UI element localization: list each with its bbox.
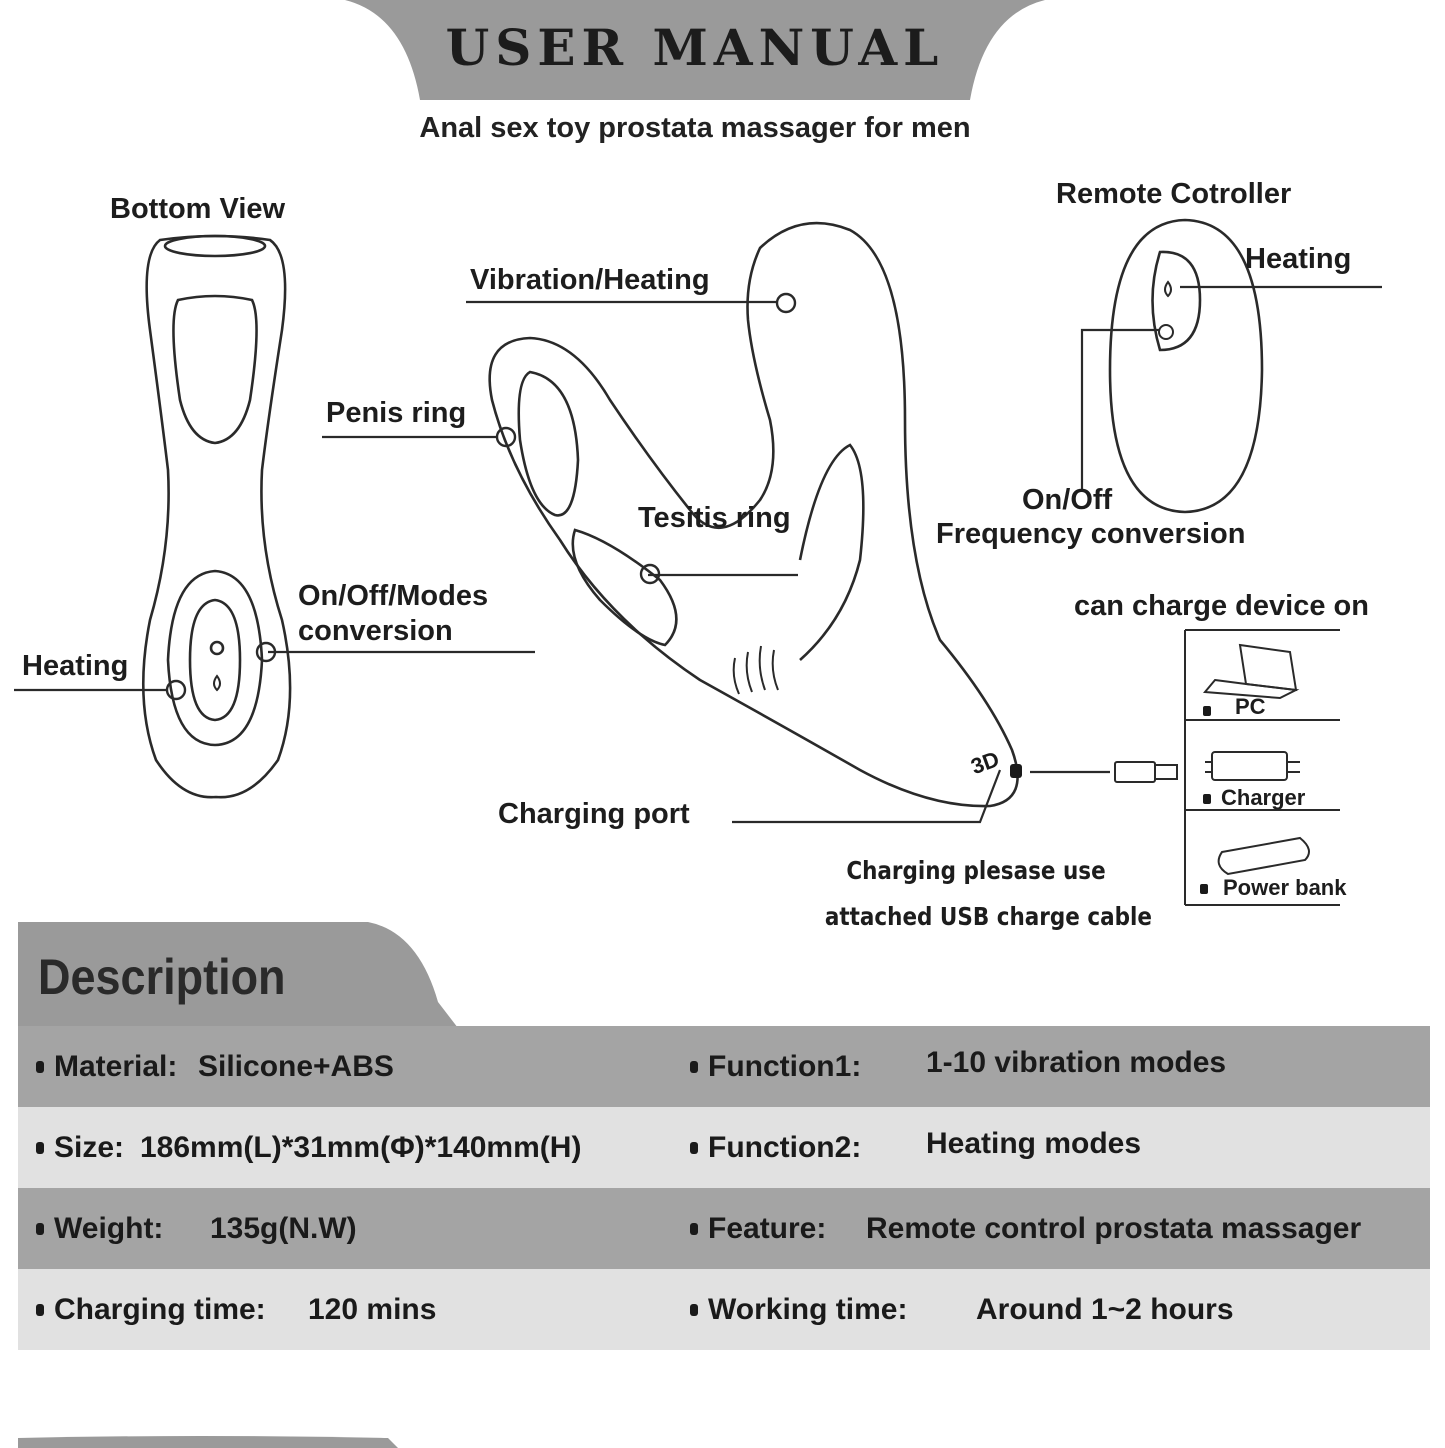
spec-right-label: Function2: [690,1107,861,1188]
callout-markers [165,292,797,701]
penis-ring-label: Penis ring [326,397,467,429]
spec-row: Size: 186mm(L)*31mm(Φ)*140mm(H) Function… [18,1107,1430,1188]
massager-device-drawing [488,221,1019,808]
leader-lines [14,285,1382,824]
bottom-view-conversion-label: conversion [298,615,453,647]
remote-title: Remote Cotroller [1056,178,1292,210]
spec-right-label: Working time: [690,1269,907,1350]
page-title: USER MANUAL [445,18,945,77]
remote-onoff-label: On/Off [1022,484,1113,516]
spec-table: Material: Silicone+ABS Function1: 1-10 v… [18,1026,1430,1350]
spec-left-label: Weight: [36,1188,163,1269]
spec-row: Charging time: 120 mins Working time: Ar… [18,1269,1430,1350]
bottom-view-device-drawing [141,234,292,799]
spec-right-label: Feature: [690,1188,826,1269]
page-subtitle: Anal sex toy prostata massager for men [419,112,971,144]
spec-left-label: Size: [36,1107,124,1188]
spec-left-value: 120 mins [308,1292,437,1326]
spec-row: Material: Silicone+ABS Function1: 1-10 v… [18,1026,1430,1107]
spec-right-label: Function1: [690,1026,861,1107]
spec-right-value: Around 1~2 hours [976,1292,1234,1326]
remote-heating-label: Heating [1245,243,1352,275]
remote-frequency-label: Frequency conversion [936,518,1246,550]
spec-right-value: Remote control prostata massager [866,1211,1362,1245]
device-charger-label: Charger [1221,785,1306,810]
bullet-icon [690,1060,698,1073]
bullet-icon [690,1303,698,1316]
device-list-bullets [1010,706,1211,894]
bottom-view-onoff-label: On/Off/Modes [298,580,489,612]
spec-left-label: Charging time: [36,1269,266,1350]
bullet-icon [36,1141,44,1154]
charging-note-line1: Charging plesase use [846,856,1106,885]
bullet-icon [690,1141,698,1154]
bullet-icon [36,1303,44,1316]
charging-port-label: Charging port [498,798,690,830]
bottom-view-title: Bottom View [110,193,286,225]
spec-left-value: Silicone+ABS [198,1049,394,1083]
bottom-view-heating-label: Heating [22,650,129,682]
vibration-heating-label: Vibration/Heating [470,264,710,296]
charging-devices-drawing [1184,629,1340,906]
device-powerbank-label: Power bank [1223,875,1347,900]
charging-note-line2: attached USB charge cable [824,902,1152,931]
spec-left-value: 186mm(L)*31mm(Φ)*140mm(H) [140,1130,582,1164]
bullet-icon [36,1060,44,1073]
next-section-tab [18,1436,398,1448]
spec-left-value: 135g(N.W) [210,1211,357,1245]
description-title: Description [38,949,286,1005]
spec-right-value: Heating modes [926,1126,1142,1160]
spec-right-value: 1-10 vibration modes [926,1045,1227,1079]
usb-plug-drawing [1114,761,1178,783]
header-banner [345,0,1045,100]
bullet-icon [36,1222,44,1235]
tesitis-ring-label: Tesitis ring [638,502,791,534]
device-pc-label: PC [1235,694,1266,719]
remote-drawing [1108,218,1264,514]
charge-devices-title: can charge device on [1074,590,1369,622]
spec-left-label: Material: [36,1026,177,1107]
bullet-icon [690,1222,698,1235]
description-tab [18,922,458,1028]
product-diagram: 3D [14,218,1382,906]
spec-row: Weight: 135g(N.W) Feature: Remote contro… [18,1188,1430,1269]
